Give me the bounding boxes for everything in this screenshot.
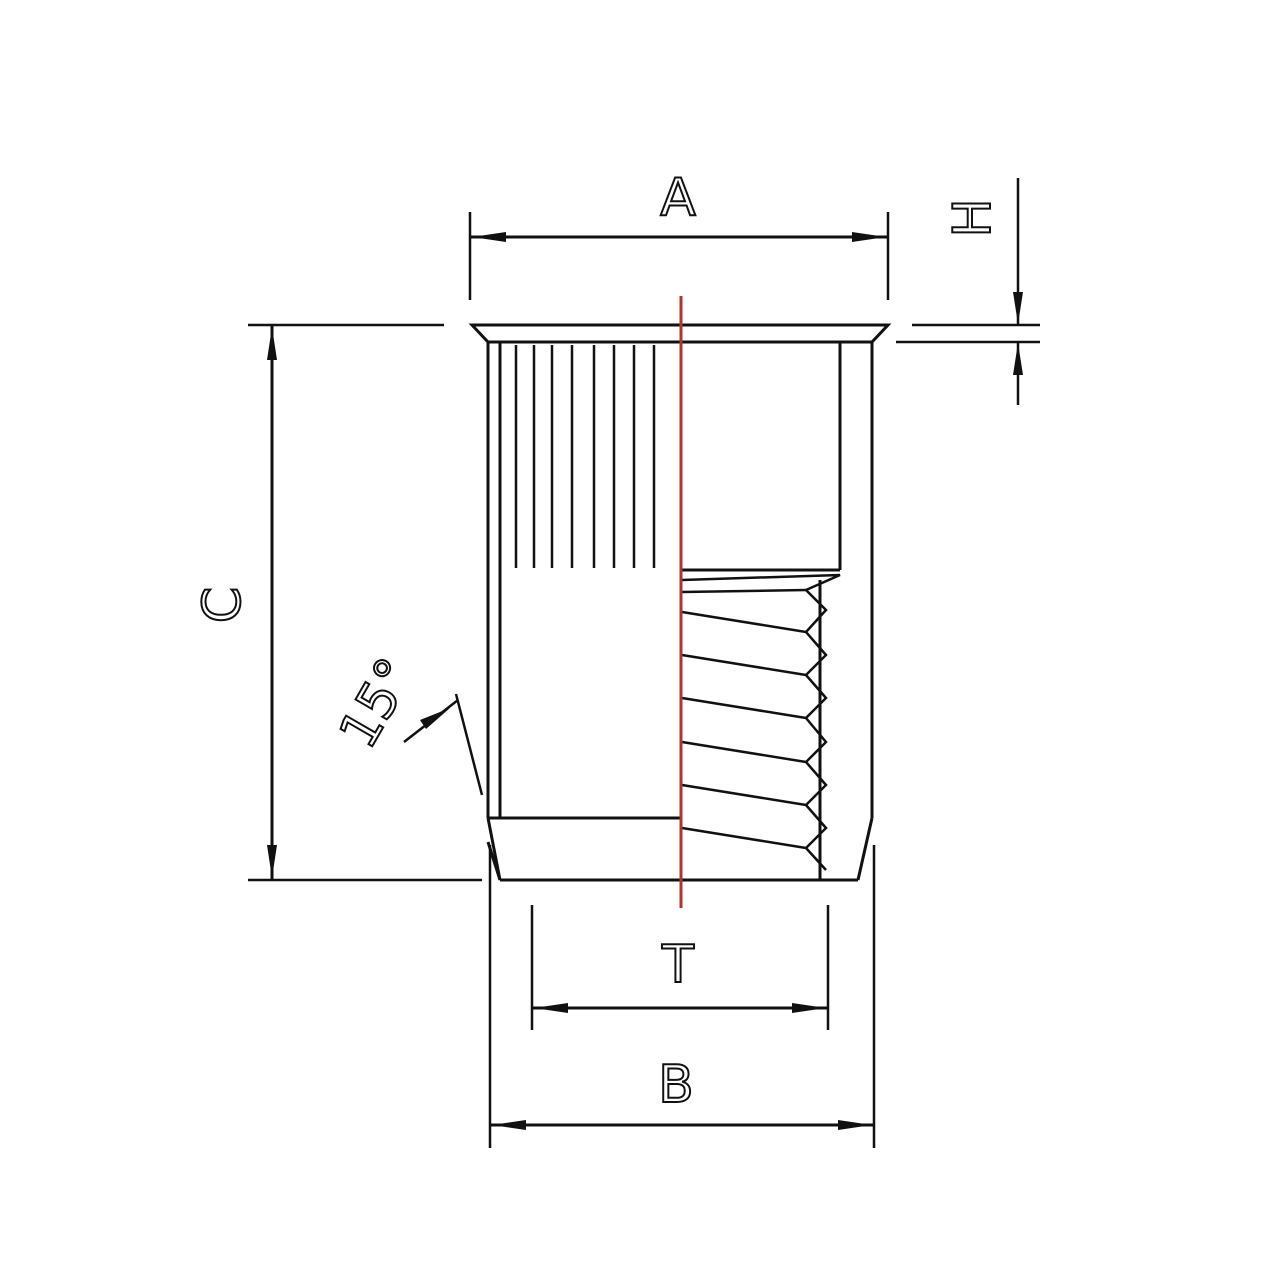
- arrow-left: [472, 232, 506, 242]
- thread-crest: [681, 588, 807, 594]
- arrow-up: [1013, 343, 1023, 375]
- thread-crest: [681, 653, 807, 677]
- dimension-b: B: [488, 845, 876, 1148]
- angle-annotation: 15°: [327, 648, 484, 796]
- rivet-nut-body: [468, 323, 892, 882]
- knurl-lines: [514, 345, 656, 568]
- dimension-label-h: H: [943, 198, 1003, 237]
- dimension-a: A: [468, 167, 890, 300]
- arrow-right: [792, 1003, 826, 1013]
- thread-crest: [681, 610, 807, 634]
- dimension-label-t: T: [661, 935, 694, 995]
- dimension-label-a: A: [660, 168, 696, 228]
- arrow-up: [267, 327, 277, 360]
- thread-profile: [681, 573, 841, 871]
- arrow-left: [492, 1120, 526, 1130]
- angle-label: 15°: [328, 649, 426, 759]
- arrow-right: [838, 1120, 872, 1130]
- dimension-h: H: [896, 178, 1040, 405]
- dimension-label-c: C: [193, 587, 253, 623]
- arrow-left: [534, 1003, 568, 1013]
- dimension-t: T: [530, 905, 830, 1030]
- arrow-down: [1013, 292, 1023, 324]
- thread-crest: [681, 783, 807, 807]
- arrow-right: [852, 232, 886, 242]
- angle-arrow: [420, 708, 450, 729]
- arrow-down: [267, 845, 277, 878]
- right-taper-edge: [856, 817, 874, 881]
- internal-thread: [681, 573, 841, 871]
- thread-crest: [681, 740, 807, 764]
- thread-crest: [681, 826, 807, 850]
- dimension-c: C: [192, 323, 482, 882]
- dimension-label-b: B: [658, 1055, 694, 1115]
- thread-crest: [681, 696, 807, 720]
- angle-leader: [454, 693, 484, 796]
